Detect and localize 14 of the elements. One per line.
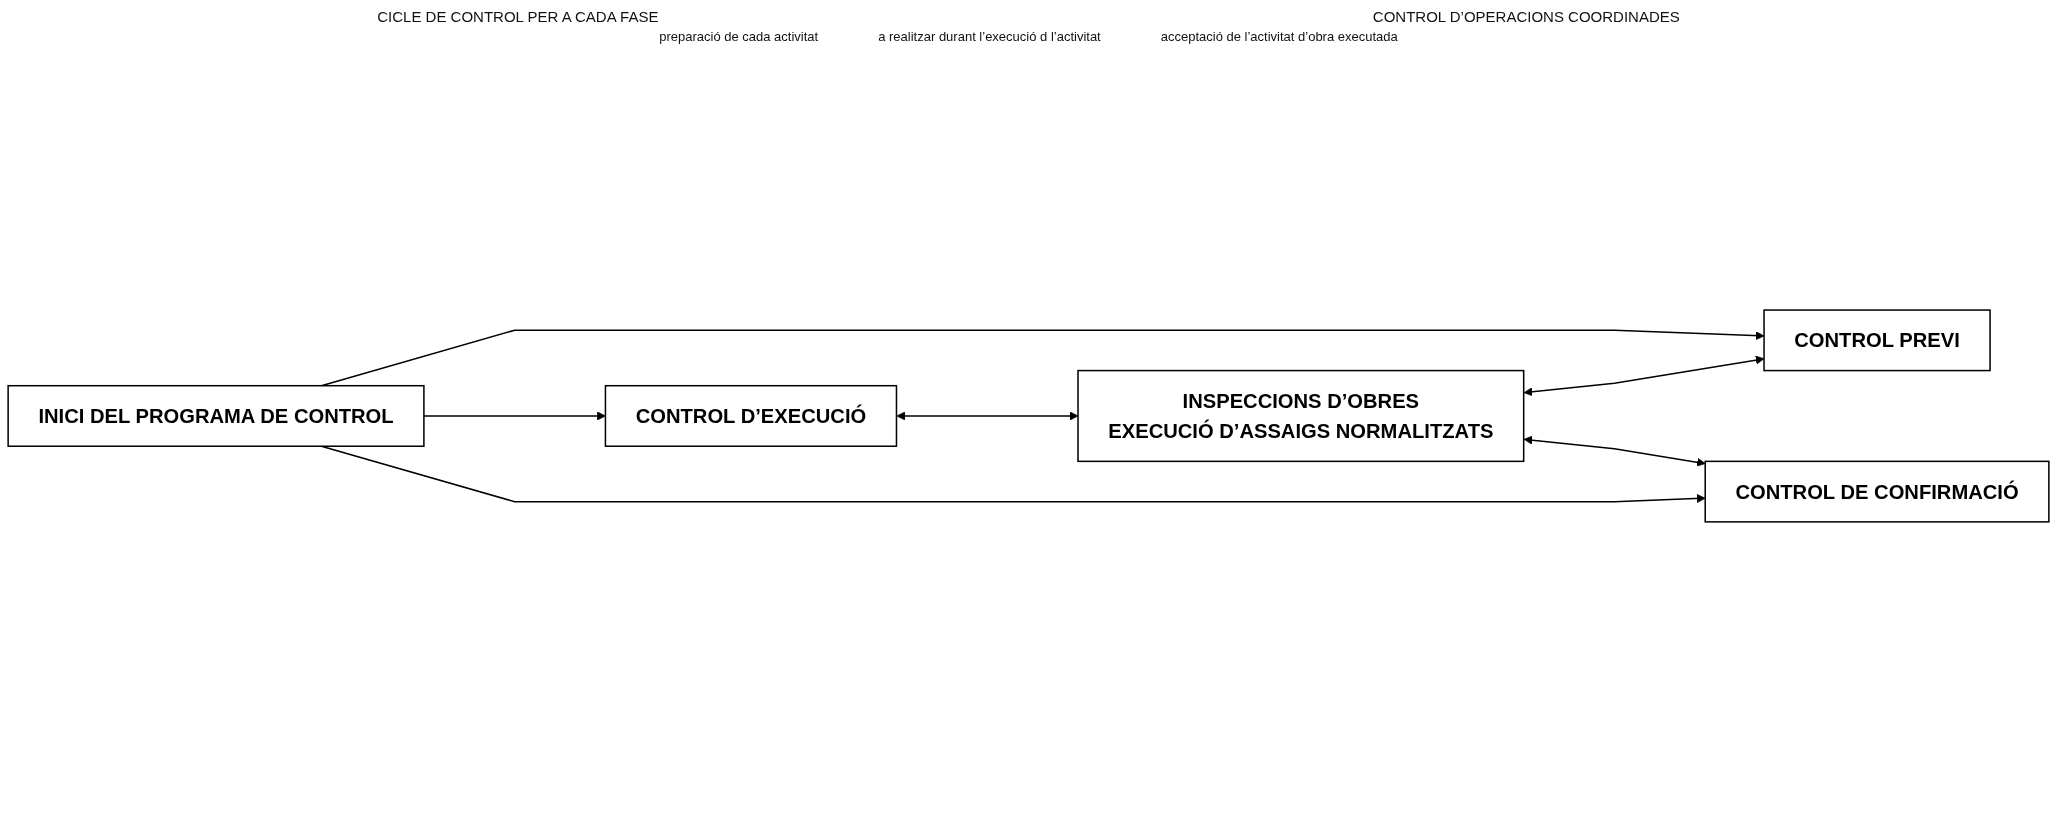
phase-note: acceptació de l’activitat d’obra executada — [1160, 29, 1398, 44]
node-box: CONTROL PREVI — [1763, 309, 1991, 372]
arrow — [1523, 435, 1706, 467]
node-box: CONTROL D’EXECUCIÓ — [604, 385, 898, 447]
section-heading: CONTROL D’OPERACIONS COORDINADES — [1372, 8, 1680, 25]
arrow — [1523, 355, 1765, 397]
node-box: INICI DEL PROGRAMA DE CONTROL — [7, 385, 425, 447]
phase-note: preparació de cada activitat — [659, 29, 819, 44]
node-box: INSPECCIONS D’OBRES EXECUCIÓ D’ASSAIGS NORMALITZATS — [1077, 369, 1525, 463]
node-box: CONTROL DE CONFIRMACIÓ — [1704, 460, 2050, 523]
section-heading: CICLE DE CONTROL PER A CADA FASE — [377, 8, 659, 25]
arrow — [896, 411, 1079, 421]
phase-note: a realitzar durant l’execució d l’activitat — [878, 29, 1101, 44]
arrow — [423, 411, 606, 421]
